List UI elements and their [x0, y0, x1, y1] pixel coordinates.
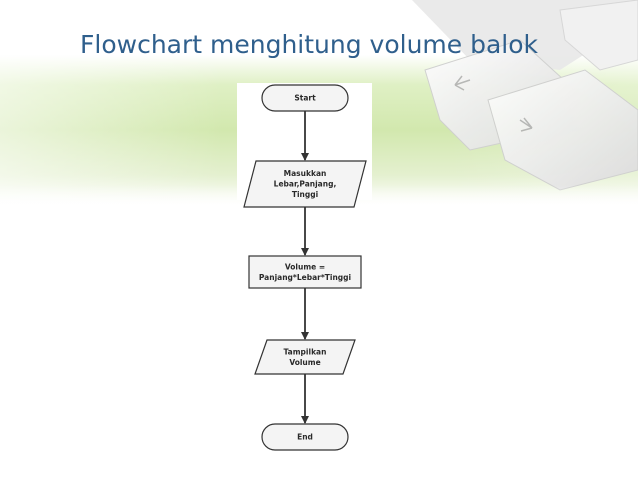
keyboard-keys-decoration: [412, 0, 638, 191]
flowchart-shape-terminator: [261, 423, 349, 451]
flowchart-shape-process: [248, 255, 362, 289]
flowchart-node-label: Tampilkan: [284, 347, 327, 356]
flowchart-node-label: End: [297, 433, 313, 442]
flowchart-shape-terminator: [261, 84, 349, 112]
slide-title: Flowchart menghitung volume balok: [80, 30, 539, 59]
flowchart-node-start: Start: [261, 84, 349, 112]
flowchart-node-label: Volume: [289, 358, 320, 367]
flowchart-nodes: StartMasukkanLebar,Panjang,TinggiVolume …: [243, 84, 367, 451]
flowchart-shape-io: [254, 339, 356, 375]
flowchart-node-label: Volume =: [285, 262, 325, 271]
flowchart-node-label: Start: [294, 94, 316, 103]
flowchart-node-label: Panjang*Lebar*Tinggi: [259, 273, 351, 282]
flowchart-node-label: Lebar,Panjang,: [274, 180, 337, 189]
flowchart-node-end: End: [261, 423, 349, 451]
flowchart-node-label: Masukkan: [284, 169, 327, 178]
flowchart-node-process: Volume = Panjang*Lebar*Tinggi: [248, 255, 362, 289]
flowchart-shape-io: [243, 160, 367, 208]
flowchart-node-label: Tinggi: [292, 190, 318, 199]
